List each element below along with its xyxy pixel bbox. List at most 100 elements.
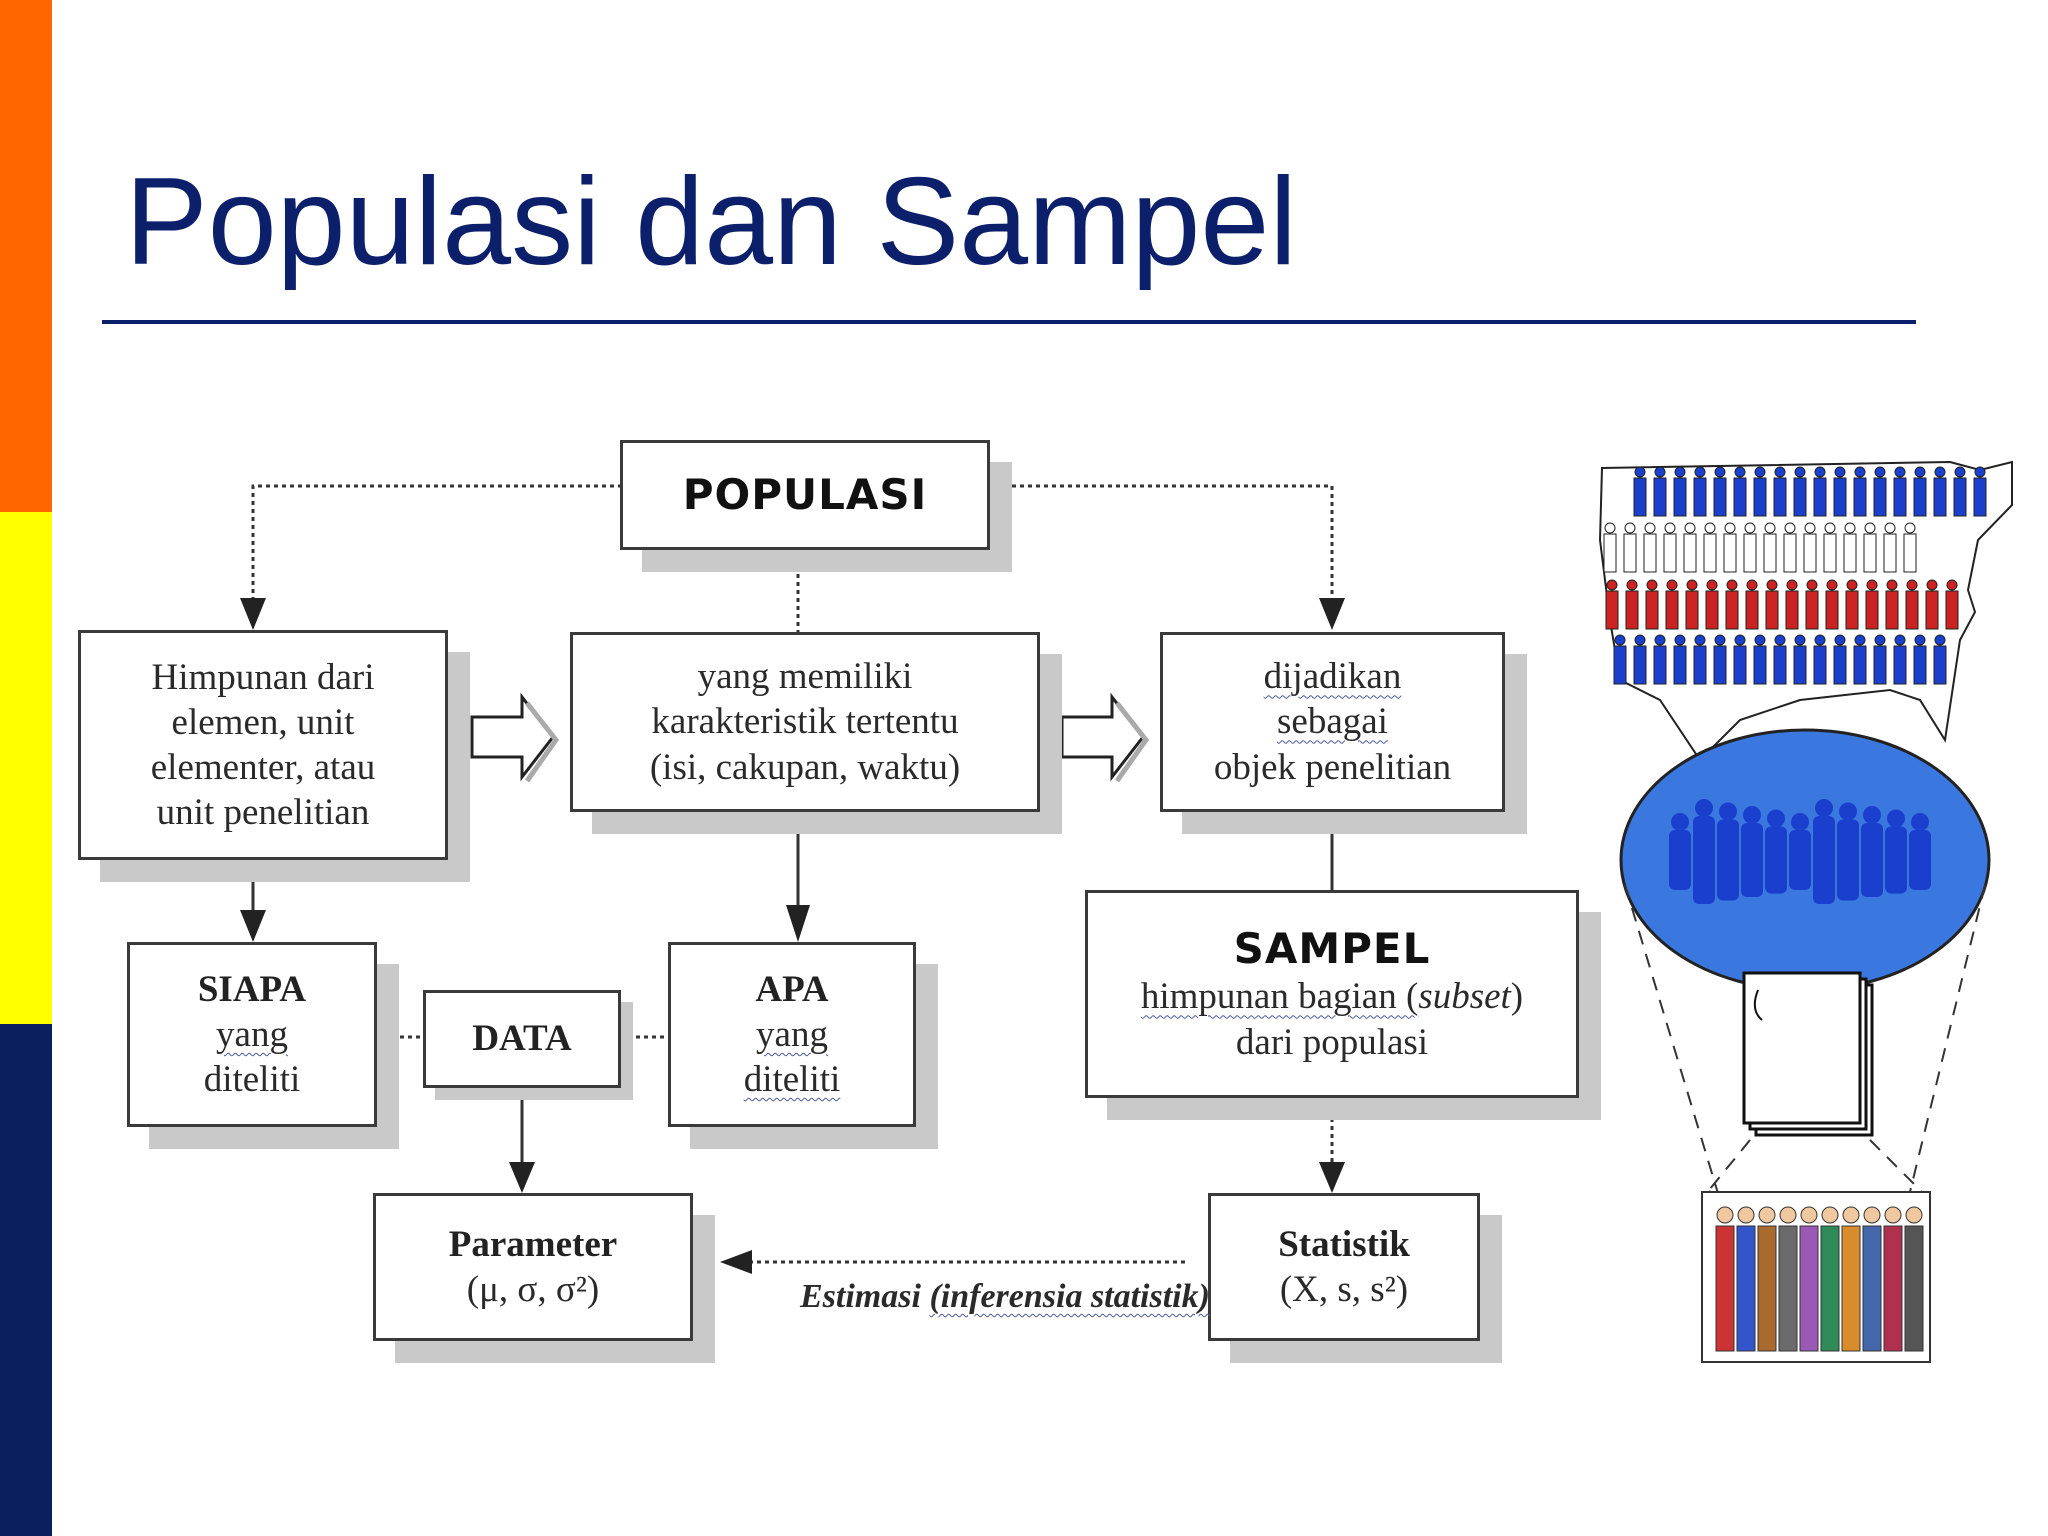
map-person-body (1813, 645, 1827, 685)
map-person-head (1694, 466, 1706, 478)
karakteristik-line-2: karakteristik tertentu (651, 701, 959, 743)
group-person-body (1883, 1225, 1903, 1352)
map-person-head (1754, 466, 1766, 478)
group-person-head (1821, 1206, 1839, 1224)
estimasi-label: Estimasi (inferensia statistik) (800, 1275, 1210, 1319)
map-person-head (1866, 579, 1878, 591)
map-person-body (1733, 645, 1747, 685)
map-person-body (1773, 477, 1787, 517)
crowd-person-body (1789, 830, 1811, 890)
map-person-body (1725, 590, 1739, 630)
map-person-body (1903, 533, 1917, 573)
himpunan-line-3: elementer, atau (150, 747, 376, 788)
group-person-body (1841, 1225, 1861, 1352)
objek-line-1: dijadikan (1263, 656, 1402, 698)
crowd-person-head (1791, 813, 1809, 831)
objek-box: dijadikan sebagai objek penelitian (1160, 632, 1505, 812)
map-person-body (1693, 477, 1707, 517)
map-person-head (1886, 579, 1898, 591)
apa-line-1: yang (756, 1013, 828, 1055)
group-person-body (1778, 1225, 1798, 1352)
statistik-heading: Statistik (1278, 1223, 1410, 1265)
group-person-head (1716, 1206, 1734, 1224)
map-person-head (1726, 579, 1738, 591)
map-person-head (1714, 634, 1726, 646)
group-person-body (1715, 1225, 1735, 1352)
slide-title: Populasi dan Sampel (125, 153, 1297, 291)
arrowhead-right-down (1319, 598, 1345, 630)
map-person-head (1706, 579, 1718, 591)
map-person-body (1623, 533, 1637, 573)
sampel-box: SAMPEL himpunan bagian (subset) dari pop… (1085, 890, 1579, 1098)
map-person-head (1934, 634, 1946, 646)
map-person-head (1904, 522, 1916, 534)
group-person-head (1758, 1206, 1776, 1224)
arrowhead-left-down (240, 598, 266, 630)
group-person-head (1779, 1206, 1797, 1224)
map-person-body (1705, 590, 1719, 630)
group-person-head (1842, 1206, 1860, 1224)
map-person-body (1673, 477, 1687, 517)
map-person-body (1905, 590, 1919, 630)
map-person-head (1764, 522, 1776, 534)
map-person-body (1713, 477, 1727, 517)
group-person-body (1820, 1225, 1840, 1352)
map-person-head (1754, 634, 1766, 646)
map-person-body (1633, 645, 1647, 685)
crowd-person-head (1695, 799, 1713, 817)
crowd-person-body (1693, 816, 1715, 904)
map-person-head (1724, 522, 1736, 534)
crowd-person-body (1909, 830, 1931, 890)
populasi-box: POPULASI (620, 440, 990, 550)
himpunan-line-2: elemen, unit (171, 701, 355, 743)
group-person-head (1905, 1206, 1923, 1224)
accent-band-orange (0, 0, 52, 512)
crowd-person-body (1717, 819, 1739, 901)
crowd-person-body (1861, 823, 1883, 897)
map-person-head (1786, 579, 1798, 591)
map-person-body (1663, 533, 1677, 573)
arrowhead-siapa (240, 910, 266, 942)
map-person-head (1744, 522, 1756, 534)
map-person-head (1794, 634, 1806, 646)
crowd-person-head (1671, 813, 1689, 831)
map-person-head (1606, 579, 1618, 591)
map-person-body (1693, 645, 1707, 685)
map-person-head (1844, 522, 1856, 534)
crowd-person-head (1743, 806, 1761, 824)
crowd-person-head (1815, 799, 1833, 817)
crowd-person-body (1669, 830, 1691, 890)
map-person-head (1914, 466, 1926, 478)
map-person-head (1846, 579, 1858, 591)
map-person-head (1614, 634, 1626, 646)
crowd-person-body (1741, 823, 1763, 897)
title-underline (102, 320, 1916, 324)
map-person-head (1666, 579, 1678, 591)
map-person-body (1913, 477, 1927, 517)
map-person-body (1713, 645, 1727, 685)
map-person-body (1685, 590, 1699, 630)
map-person-body (1945, 590, 1959, 630)
map-person-body (1645, 590, 1659, 630)
siapa-line-1: yang (216, 1013, 288, 1055)
group-person-head (1800, 1206, 1818, 1224)
map-person-head (1746, 579, 1758, 591)
map-person-head (1894, 634, 1906, 646)
crowd-person-head (1887, 809, 1905, 828)
accent-band-navy (0, 1024, 52, 1536)
map-person-head (1894, 466, 1906, 478)
statistik-formula: (X, s, s²) (1279, 1269, 1409, 1310)
map-person-head (1766, 579, 1778, 591)
map-person-head (1914, 634, 1926, 646)
map-person-head (1734, 466, 1746, 478)
group-person-head (1737, 1206, 1755, 1224)
accent-band-yellow (0, 512, 52, 1024)
map-person-body (1863, 533, 1877, 573)
paper-stack-icon (1742, 971, 1874, 1137)
crowd-person-body (1765, 826, 1787, 894)
map-person-head (1694, 634, 1706, 646)
map-person-head (1854, 466, 1866, 478)
crowd-person-body (1885, 826, 1907, 894)
crowd-person-head (1767, 809, 1785, 828)
